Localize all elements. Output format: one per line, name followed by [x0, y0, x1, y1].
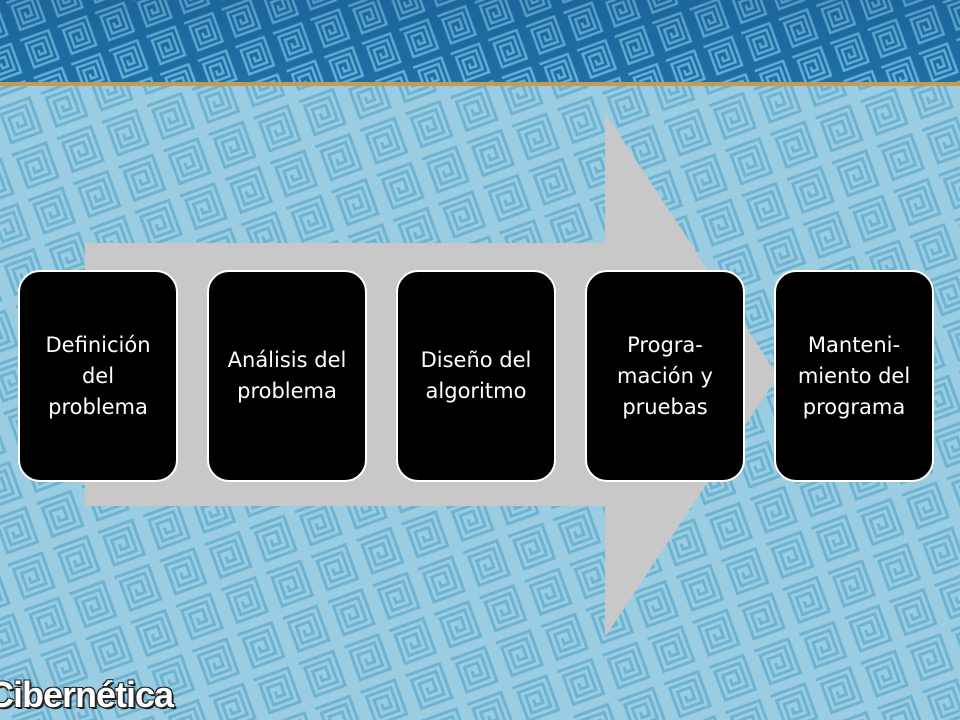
step-label: Definición del problema — [45, 332, 151, 419]
step-label: Diseño del algoritmo — [420, 348, 532, 403]
step-box-programacion: Progra-mación y pruebas — [585, 270, 745, 482]
step-label: Progra-mación y pruebas — [617, 332, 713, 419]
step-box-analisis: Análisis del problema — [207, 270, 367, 482]
step-box-definicion: Definición del problema — [18, 270, 178, 482]
step-label: Análisis del problema — [227, 348, 347, 403]
step-label: Manteni-miento del programa — [797, 332, 911, 419]
step-box-diseno: Diseño del algoritmo — [396, 270, 556, 482]
top-decorative-band — [0, 0, 960, 86]
brand-logo-text: Cibernética — [0, 674, 174, 715]
step-box-mantenimiento: Manteni-miento del programa — [774, 270, 934, 482]
